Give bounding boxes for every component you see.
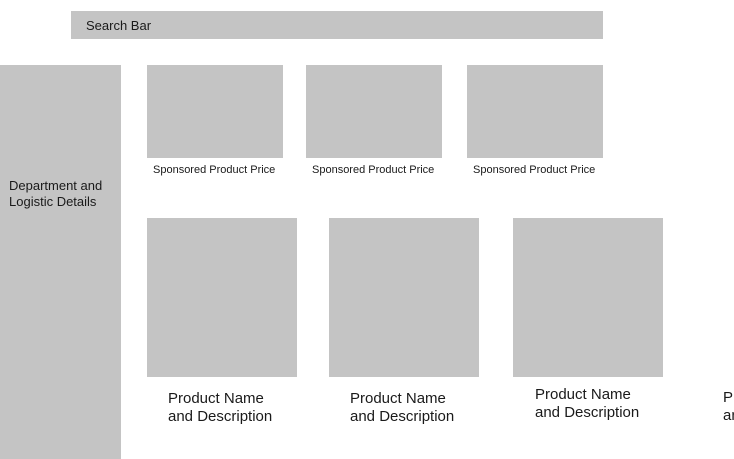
product-description: and Description [535,404,640,421]
sponsored-product-image[interactable] [147,65,283,158]
product-name-description[interactable]: Product Name and Description [350,390,454,426]
sidebar-department-details[interactable]: Department and Logistic Details [9,178,119,210]
search-bar-label: Search Bar [86,17,152,33]
product-name-description[interactable]: Product Name and Description [723,389,734,425]
product-description: and Description [723,407,734,424]
product-name: Product Name [168,390,264,407]
sidebar-line-2: Logistic Details [9,194,97,209]
sponsored-product-price: Sponsored Product Price [312,164,435,176]
sponsored-product-price: Sponsored Product Price [153,164,276,176]
sponsored-product-image[interactable] [306,65,442,158]
product-name: Product Name [350,390,446,407]
product-image[interactable] [513,218,663,377]
sponsored-product-price: Sponsored Product Price [473,164,596,176]
product-name-description[interactable]: Product Name and Description [168,390,272,426]
product-description: and Description [350,408,455,425]
product-image[interactable] [147,218,297,377]
product-name-description[interactable]: Product Name and Description [535,386,639,422]
search-bar[interactable]: Search Bar [71,11,603,39]
product-name: Product Name [535,386,631,403]
product-name: Product Name [723,389,734,406]
sponsored-product-card[interactable]: Sponsored Product Price [147,65,283,177]
product-description: and Description [168,408,273,425]
sidebar-line-1: Department and [9,178,103,193]
sponsored-product-image[interactable] [467,65,603,158]
sponsored-product-card[interactable]: Sponsored Product Price [467,65,603,177]
sidebar: Department and Logistic Details [0,65,121,459]
product-image[interactable] [329,218,479,377]
sponsored-product-card[interactable]: Sponsored Product Price [306,65,442,177]
